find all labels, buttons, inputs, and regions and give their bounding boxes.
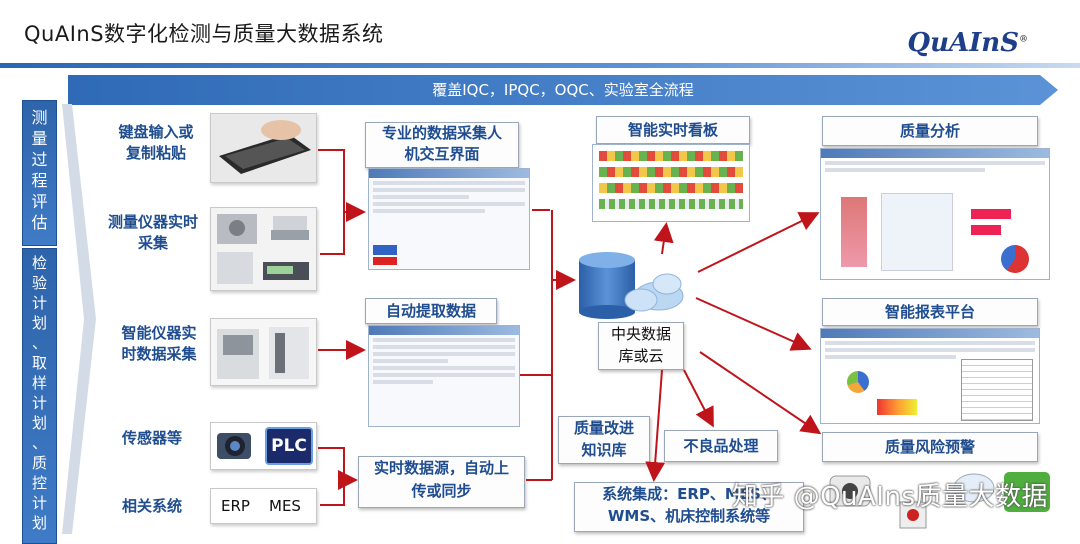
page-title: QuAInS数字化检测与质量大数据系统 <box>24 22 384 46</box>
flow-chevron <box>62 104 96 534</box>
measurement-evaluation-column: 测量过程评估 <box>22 100 57 246</box>
hmi-box-title: 专业的数据采集人机交互界面 <box>365 122 519 168</box>
input-smart-instrument-label: 智能仪器实时数据采集 <box>121 324 197 363</box>
dashboard-screenshot <box>592 144 750 222</box>
input-sensor-label: 传感器等 <box>121 429 182 447</box>
inspection-plan-column: 检验计划、取样计划、质控计划 <box>22 248 57 544</box>
input-instrument-label: 测量仪器实时采集 <box>107 213 198 252</box>
quality-analysis-screenshot <box>820 148 1050 280</box>
sensor-images: PLC <box>210 422 317 470</box>
hmi-screenshot <box>368 168 530 270</box>
related-systems-box: ERP MES <box>210 488 317 524</box>
report-platform-title: 智能报表平台 <box>822 298 1038 326</box>
banner-text: 覆盖IQC，IPQC，OQC、实验室全流程 <box>432 81 694 99</box>
auto-extract-screenshot <box>368 325 520 427</box>
watermark: 知乎 @QuAIns质量大数据 <box>731 482 1048 512</box>
smart-instrument-image <box>210 318 317 386</box>
system-integration-box: 系统集成：ERP、MES、WMS、机床控制系统等 <box>574 482 804 532</box>
keyboard-image <box>210 113 317 183</box>
erp-label: ERP <box>221 497 250 515</box>
auto-extract-title: 自动提取数据 <box>365 298 497 324</box>
header-divider <box>0 63 1080 68</box>
report-platform-screenshot <box>820 328 1040 424</box>
measuring-instruments-image <box>210 207 317 291</box>
realtime-source-box: 实时数据源，自动上传或同步 <box>358 456 525 508</box>
alert-device-icons <box>829 472 1050 529</box>
mes-label: MES <box>269 497 301 515</box>
central-database-label: 中央数据库或云 <box>598 322 684 370</box>
quality-analysis-title: 质量分析 <box>822 116 1038 146</box>
camera-sensor-icon <box>217 433 251 459</box>
plc-icon: PLC <box>265 427 313 465</box>
dashboard-title: 智能实时看板 <box>596 116 750 144</box>
input-keyboard-label: 键盘输入或复制粘贴 <box>118 123 194 162</box>
risk-warning-title: 质量风险预警 <box>822 432 1038 462</box>
process-coverage-banner <box>68 75 1058 105</box>
knowledge-base-box: 质量改进知识库 <box>558 416 650 464</box>
defect-handling-box: 不良品处理 <box>664 430 778 462</box>
input-systems-label: 相关系统 <box>121 497 182 515</box>
company-logo: QuAInS® <box>907 28 1028 58</box>
database-cloud-icon <box>579 252 684 319</box>
